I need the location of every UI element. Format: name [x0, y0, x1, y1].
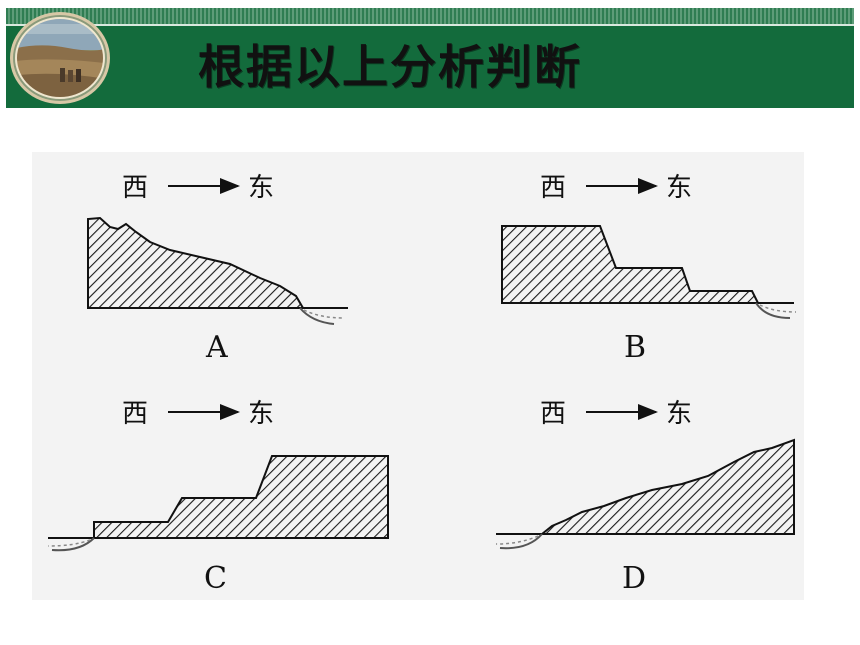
panel-a-coast-dashes: [303, 309, 345, 319]
panel-d-label: D: [622, 561, 646, 596]
panel-b-west-label: 西: [540, 173, 566, 203]
panel-b: 西 东 B: [501, 173, 797, 365]
panel-a-label: A: [205, 330, 228, 365]
header-top-strip: [6, 8, 854, 24]
panel-d-east-label: 东: [666, 399, 692, 429]
panel-c-west-label: 西: [122, 399, 148, 429]
panel-b-terrain-profile: [501, 225, 760, 304]
panel-d-coast-curve: [499, 533, 543, 550]
panel-a-coast-curve: [299, 307, 335, 325]
panel-b-coast-dashes: [759, 304, 797, 313]
panel-a-terrain-profile: [87, 216, 305, 309]
header-strip-line: [6, 24, 854, 26]
panel-b-label: B: [624, 330, 646, 365]
header-band: [6, 26, 854, 108]
panel-c-east-label: 东: [248, 399, 274, 429]
panel-d-terrain-profile: [539, 438, 795, 535]
panel-a-east-label: 东: [248, 173, 274, 203]
panel-a: 西 东 A: [87, 173, 348, 365]
landscape-medallion: [10, 12, 110, 104]
panel-d-west-label: 西: [540, 399, 566, 429]
panel-a-west-label: 西: [122, 173, 148, 203]
panel-b-east-label: 东: [666, 173, 692, 203]
panel-c-coast-curve: [51, 537, 95, 552]
panel-c: 西 东 C: [47, 399, 389, 596]
page-title: 根据以上分析判断: [198, 40, 582, 94]
panel-c-label: C: [204, 561, 227, 596]
panel-b-coast-curve: [755, 302, 791, 319]
panel-c-coast-dashes: [47, 539, 91, 547]
panel-c-terrain-profile: [93, 455, 389, 539]
panel-d-coast-dashes: [495, 535, 539, 545]
panel-d: 西 东 D: [495, 399, 795, 596]
